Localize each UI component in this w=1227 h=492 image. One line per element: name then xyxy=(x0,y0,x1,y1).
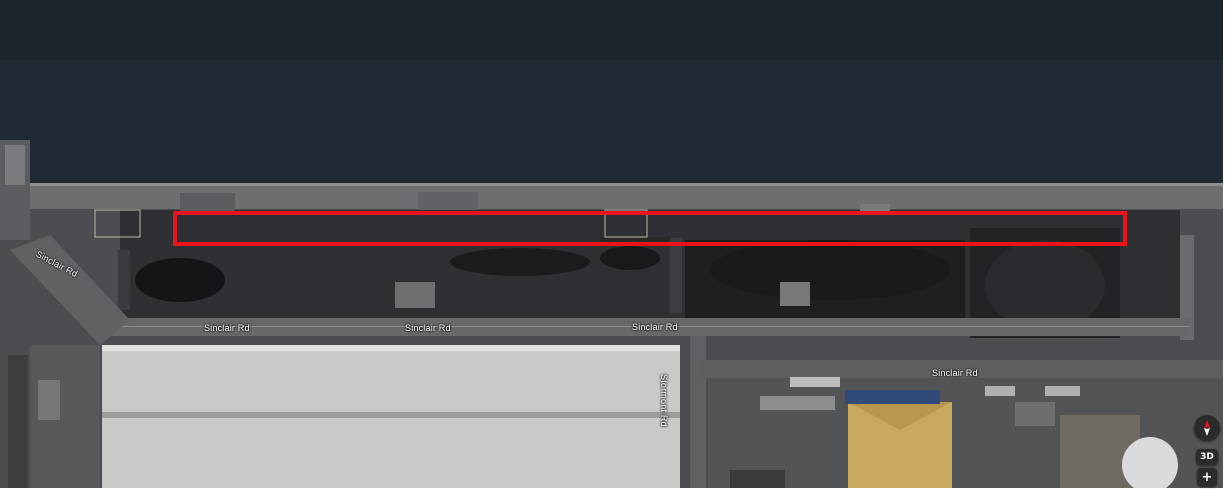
road-label-sinclair-east: Sinclair Rd xyxy=(932,368,978,378)
3d-toggle-button[interactable]: 3D xyxy=(1196,449,1218,465)
compass-icon[interactable] xyxy=(1194,415,1220,441)
road-label-sinclair-3: Sinclair Rd xyxy=(632,322,678,332)
road-label-sinclair-2: Sinclair Rd xyxy=(405,323,451,333)
zoom-in-button[interactable]: + xyxy=(1197,468,1217,486)
road-label-sinclair-1: Sinclair Rd xyxy=(204,323,250,333)
road-label-stormont: Stormont Rd xyxy=(659,374,669,427)
